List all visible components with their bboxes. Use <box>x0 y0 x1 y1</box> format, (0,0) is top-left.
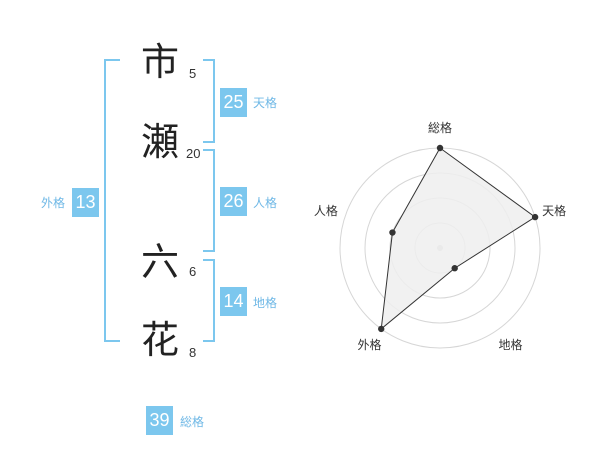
radar-point <box>378 325 385 333</box>
name-char-2: 瀬 <box>141 120 180 164</box>
soukaku-score: 39 <box>146 406 173 435</box>
gaikaku-bracket <box>104 59 120 342</box>
radar-axis-label: 地格 <box>499 337 523 352</box>
radar-axis-label: 総格 <box>428 120 452 135</box>
tenkaku-bracket <box>203 59 215 143</box>
name-char-4: 花 <box>141 318 180 362</box>
tenkaku-score: 25 <box>220 88 247 117</box>
radar-axis-label: 人格 <box>314 203 338 218</box>
name-char-1: 市 <box>141 40 180 84</box>
gaikaku-label: 外格 <box>41 196 66 210</box>
name-char-4-strokes: 8 <box>189 345 197 360</box>
name-char-3: 六 <box>141 240 180 284</box>
radar-axis-label: 外格 <box>357 337 381 352</box>
radar-polygon <box>380 147 536 331</box>
radar-point <box>531 213 539 221</box>
jinkaku-label: 人格 <box>253 196 278 210</box>
jinkaku-bracket <box>203 149 215 252</box>
name-char-1-strokes: 5 <box>189 66 197 81</box>
radar-points <box>378 144 539 333</box>
radar-axis-label: 天格 <box>542 203 566 218</box>
radar-point <box>389 229 396 236</box>
jinkaku-score: 26 <box>220 187 247 216</box>
tenkaku-label: 天格 <box>253 96 278 110</box>
name-char-3-strokes: 6 <box>189 264 197 279</box>
soukaku-label: 総格 <box>180 415 205 429</box>
radar-point <box>451 265 458 272</box>
radar-point <box>436 144 444 152</box>
chikaku-score: 14 <box>220 287 247 316</box>
name-char-2-strokes: 20 <box>186 146 201 161</box>
chikaku-label: 地格 <box>253 296 278 310</box>
gaikaku-score: 13 <box>72 188 99 217</box>
chikaku-bracket <box>203 259 215 342</box>
